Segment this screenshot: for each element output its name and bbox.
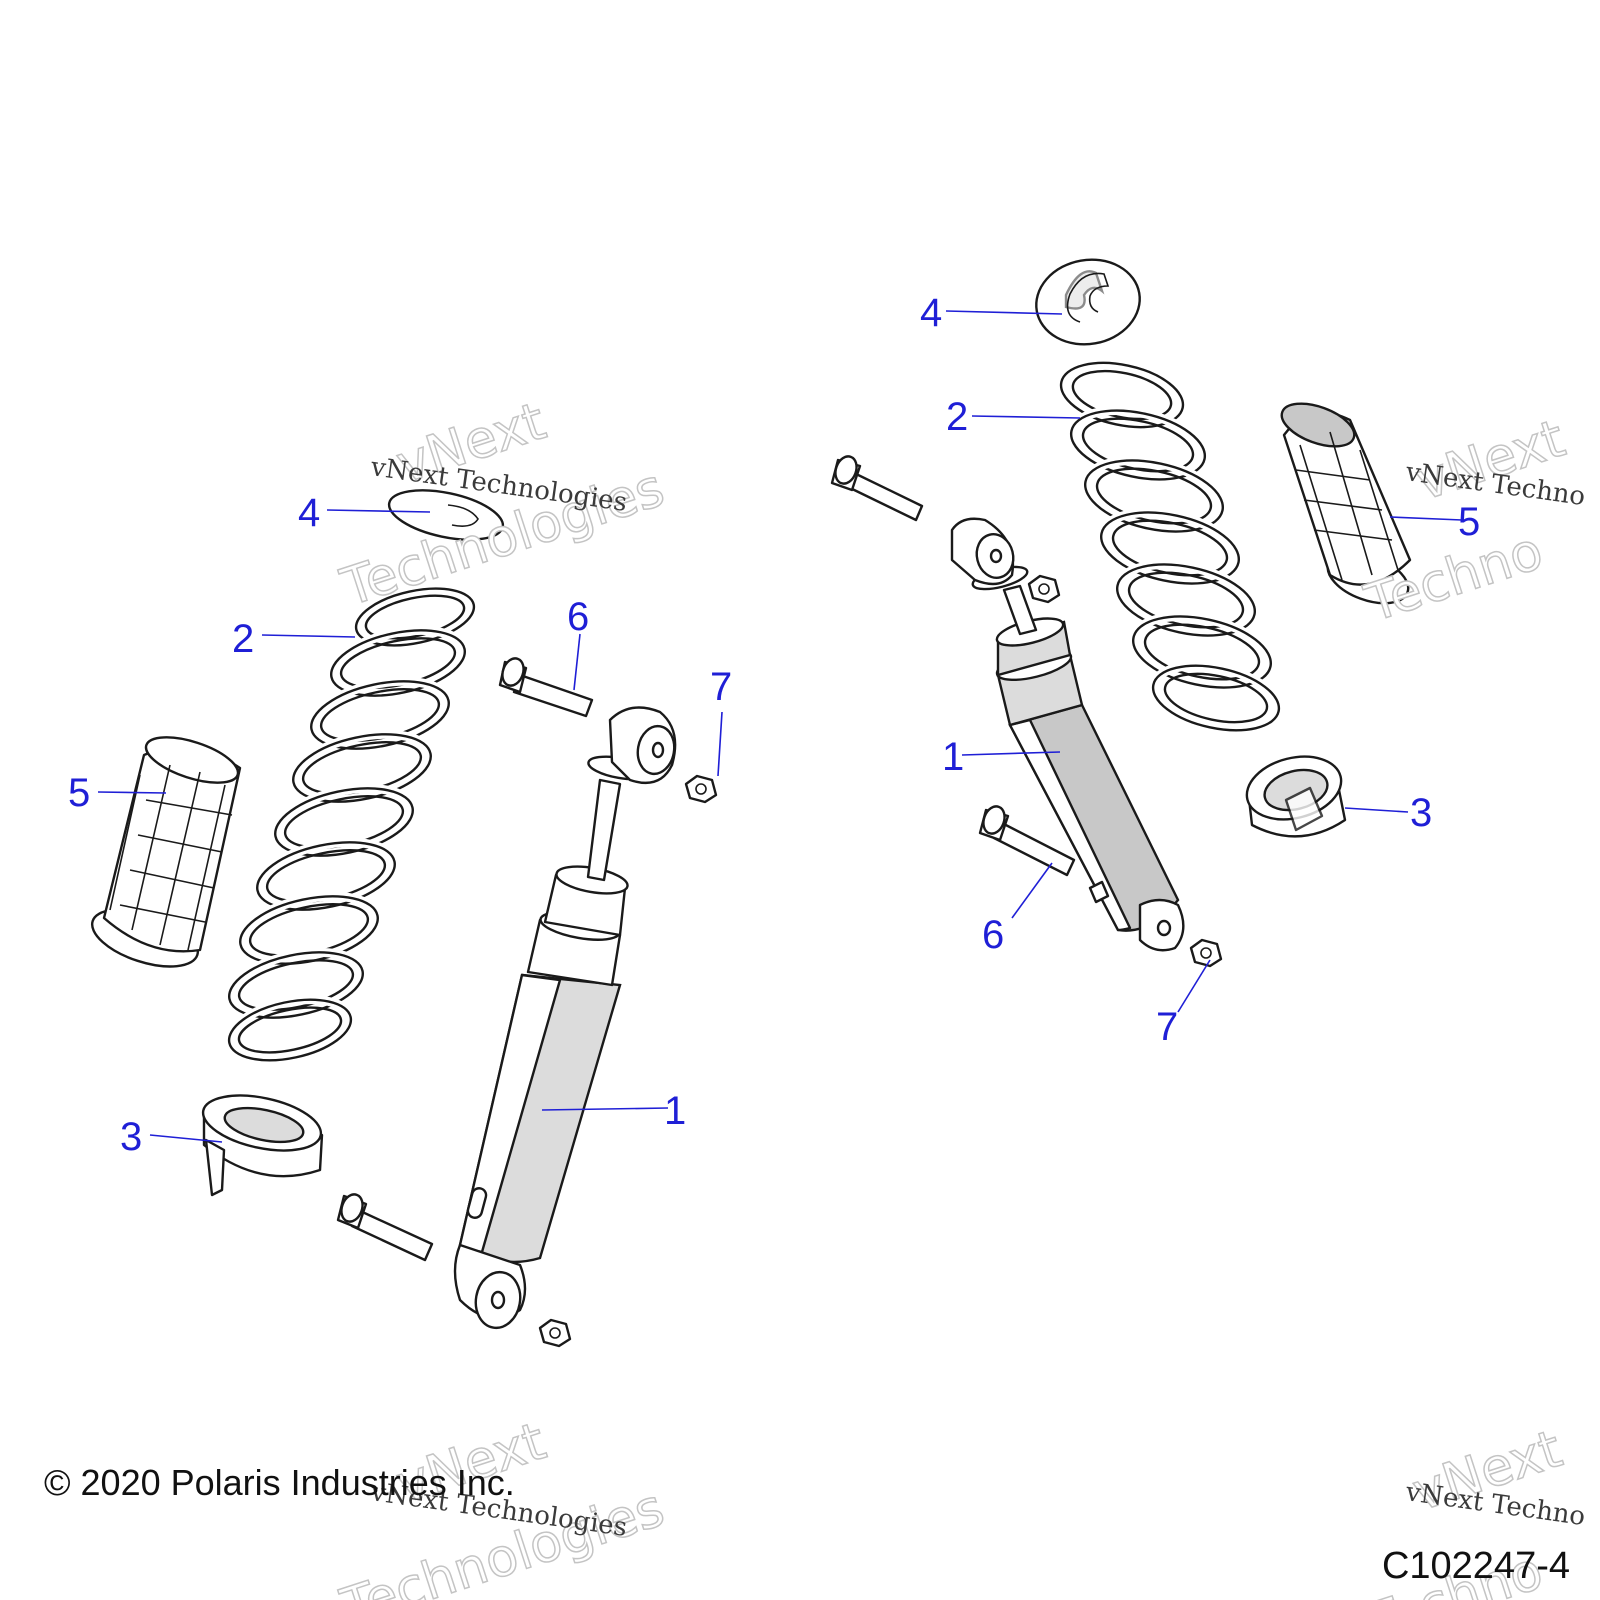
callout-right-5: 5: [1458, 500, 1480, 544]
callout-left-7: 7: [710, 665, 732, 709]
figure-code: C102247-4: [1381, 1545, 1570, 1587]
right-coil-spring: [1056, 358, 1284, 735]
callout-numbers: 1 2 3 4 5 6 7 1 2 3 4 5 6 7: [68, 291, 1480, 1159]
callout-left-6: 6: [567, 595, 589, 639]
left-coil-spring: [224, 584, 479, 1065]
callout-right-3: 3: [1410, 791, 1432, 835]
callout-right-4: 4: [920, 291, 942, 335]
right-upper-nut: [1027, 574, 1061, 604]
right-shock-absorber: [950, 517, 1185, 952]
left-lower-bolt: [336, 1193, 434, 1262]
callout-left-5: 5: [68, 771, 90, 815]
left-bump-stop-sleeve: [90, 736, 242, 968]
right-spring-plate: [1035, 258, 1141, 346]
right-lower-nut: [1189, 938, 1223, 968]
right-spring-retainer: [1245, 755, 1347, 838]
left-spring-plate: [387, 489, 505, 541]
callout-left-3: 3: [120, 1115, 142, 1159]
left-spring-retainer: [201, 1094, 324, 1197]
right-lower-bolt: [978, 805, 1076, 877]
copyright-notice: © 2020 Polaris Industries Inc.: [44, 1462, 515, 1503]
callout-right-1: 1: [942, 735, 964, 779]
right-bump-stop-sleeve: [1280, 402, 1412, 605]
callout-left-1: 1: [664, 1089, 686, 1133]
left-shock-absorber: [453, 706, 677, 1330]
callout-left-2: 2: [232, 617, 254, 661]
leader-lines: [97, 310, 1463, 1143]
callout-left-4: 4: [298, 491, 320, 535]
callout-right-6: 6: [982, 913, 1004, 957]
left-upper-bolt: [498, 657, 594, 718]
left-upper-nut: [684, 774, 718, 804]
callout-right-7: 7: [1156, 1005, 1178, 1049]
left-lower-nut: [538, 1318, 572, 1348]
right-upper-bolt: [830, 455, 924, 522]
callout-right-2: 2: [946, 395, 968, 439]
